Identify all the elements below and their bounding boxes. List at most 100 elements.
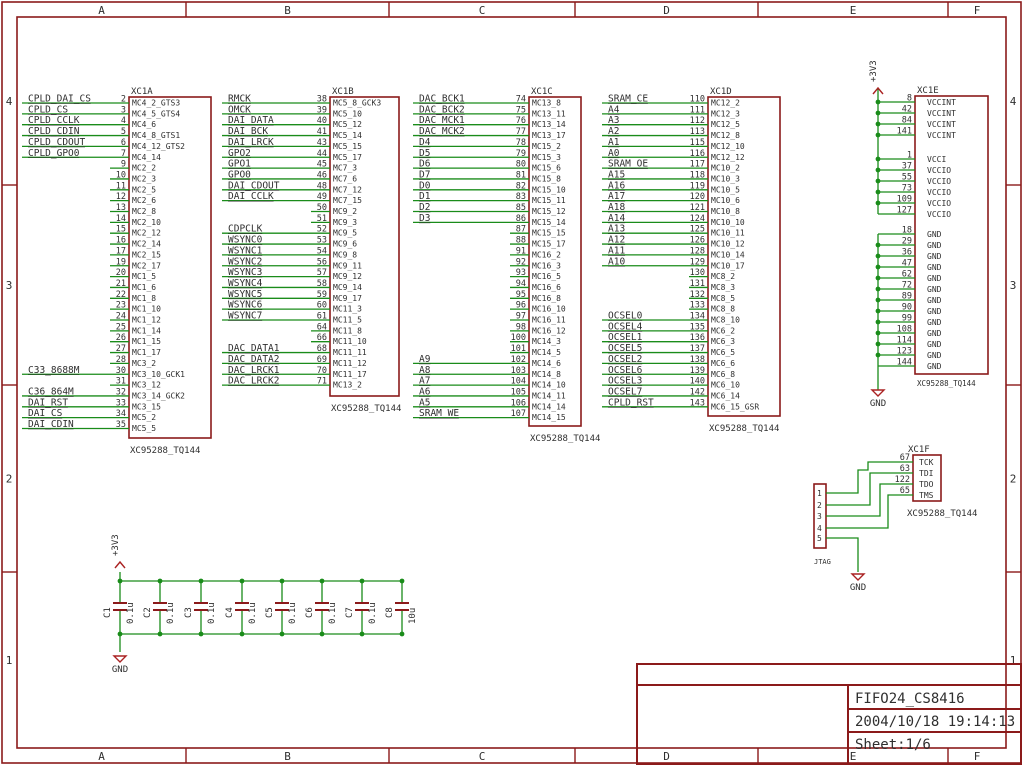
pin-name: MC11_8 xyxy=(333,326,362,335)
frame-row-label: 1 xyxy=(1010,654,1017,667)
vcc-label: +3V3 xyxy=(111,534,121,556)
pin-name: MC2_3 xyxy=(132,174,156,183)
pin-number: 86 xyxy=(516,214,526,224)
net-label: A11 xyxy=(608,245,625,256)
net-label: CPLD_CS xyxy=(28,104,68,115)
pin-name: MC16_2 xyxy=(532,250,561,259)
cap-value: 0.1u xyxy=(126,602,136,624)
pin-name: MC16_3 xyxy=(532,261,561,270)
pin-name: MC11_3 xyxy=(333,305,362,314)
pin-name: MC15_14 xyxy=(532,218,566,227)
pin-name: MC9_14 xyxy=(333,283,362,292)
pin-number: 72 xyxy=(902,281,912,291)
part-value: XC95288_TQ144 xyxy=(917,379,976,388)
part-body xyxy=(912,454,942,502)
gnd-label: GND xyxy=(870,399,886,409)
net-label: A9 xyxy=(419,354,431,365)
pin-number: 7 xyxy=(121,149,126,159)
net-label: A6 xyxy=(419,386,431,397)
pin-name: VCCINT xyxy=(927,131,956,140)
pin-name: MC16_5 xyxy=(532,272,561,281)
pin-number: 30 xyxy=(116,366,126,376)
pin-name: MC5_12 xyxy=(333,120,362,129)
pin-number: 52 xyxy=(317,225,327,235)
pin-number: 105 xyxy=(511,387,526,397)
gnd-symbol: GND xyxy=(112,655,128,675)
pin-name: MC15_15 xyxy=(532,229,566,238)
part-body xyxy=(329,96,400,397)
pin-name: MC9_2 xyxy=(333,207,357,216)
pin-name: MC1_12 xyxy=(132,316,161,325)
net-label: A10 xyxy=(608,256,625,267)
pin-name: VCCI xyxy=(927,155,946,164)
pin-number: 141 xyxy=(897,127,912,137)
net-label: DAC_MCK2 xyxy=(419,126,465,137)
pin-name: GND xyxy=(927,241,942,250)
part-value: XC95288_TQ144 xyxy=(130,446,200,456)
pin-number: 20 xyxy=(116,268,126,278)
pin-name: MC6_10 xyxy=(711,381,740,390)
pin-name: MC2_8 xyxy=(132,207,156,216)
frame-row-label: 1 xyxy=(6,654,13,667)
net-label: OCSEL0 xyxy=(608,311,643,322)
pin-number: 8 xyxy=(907,94,912,104)
junction-dot xyxy=(359,578,365,584)
pin-name: MC8_8 xyxy=(711,305,735,314)
pin-number: 90 xyxy=(902,303,912,313)
pin-name: VCCIO xyxy=(927,166,951,175)
junction-dot xyxy=(279,631,285,637)
pin-name: MC3_15 xyxy=(132,402,161,411)
pin-number: 21 xyxy=(116,279,126,289)
jtag-wire xyxy=(826,537,859,572)
net-label: DAI_CCLK xyxy=(228,191,274,202)
part-value: XC95288_TQ144 xyxy=(907,509,977,519)
net-label: CPLD_CCLK xyxy=(28,115,80,126)
pin-number: 31 xyxy=(116,377,126,387)
net-label: C33_8688M xyxy=(28,365,80,376)
pin-number: 11 xyxy=(116,181,126,191)
pin-number: 122 xyxy=(895,475,910,485)
pin-number: 39 xyxy=(317,105,327,115)
pin-name: GND xyxy=(927,362,942,371)
pin-name: MC14_5 xyxy=(532,348,561,357)
pin-name: GND xyxy=(927,230,942,239)
pin-name: MC12_8 xyxy=(711,131,740,140)
pin-name: MC9_5 xyxy=(333,229,357,238)
pin-name: VCCIO xyxy=(927,188,951,197)
pin-name: MC6_5 xyxy=(711,348,735,357)
cap-reference: C6 xyxy=(305,607,315,618)
pin-number: 46 xyxy=(317,170,327,180)
pin-number: 103 xyxy=(511,366,526,376)
pin-number: 99 xyxy=(902,314,912,324)
net-label: CPLD_GPO0 xyxy=(28,148,80,159)
net-label: OCSEL2 xyxy=(608,354,642,365)
vcc-label: +3V3 xyxy=(869,60,879,82)
net-label: GPO1 xyxy=(228,159,251,170)
pin-number: 41 xyxy=(317,127,327,137)
pin-number: 104 xyxy=(511,377,526,387)
net-label: CDPCLK xyxy=(228,224,263,235)
pin-number: 57 xyxy=(317,268,327,278)
pin-number: 84 xyxy=(902,116,912,126)
pin-number: 123 xyxy=(897,347,912,357)
pin-number: 111 xyxy=(690,105,705,115)
pin-number: 28 xyxy=(116,355,126,365)
cap-value: 0.1u xyxy=(368,602,378,624)
net-label: A8 xyxy=(419,365,431,376)
pin-number: 76 xyxy=(516,116,526,126)
pin-name: GND xyxy=(927,318,942,327)
pin-number: 127 xyxy=(897,206,912,216)
pin-number: 15 xyxy=(116,225,126,235)
net-label: DAI_DATA xyxy=(228,115,274,126)
part-value: XC95288_TQ144 xyxy=(709,424,779,434)
pin-name: VCCIO xyxy=(927,210,951,219)
pin-number: 73 xyxy=(902,184,912,194)
pin-name: GND xyxy=(927,296,942,305)
pin-number: 115 xyxy=(690,138,705,148)
pin-name: MC8_3 xyxy=(711,283,735,292)
